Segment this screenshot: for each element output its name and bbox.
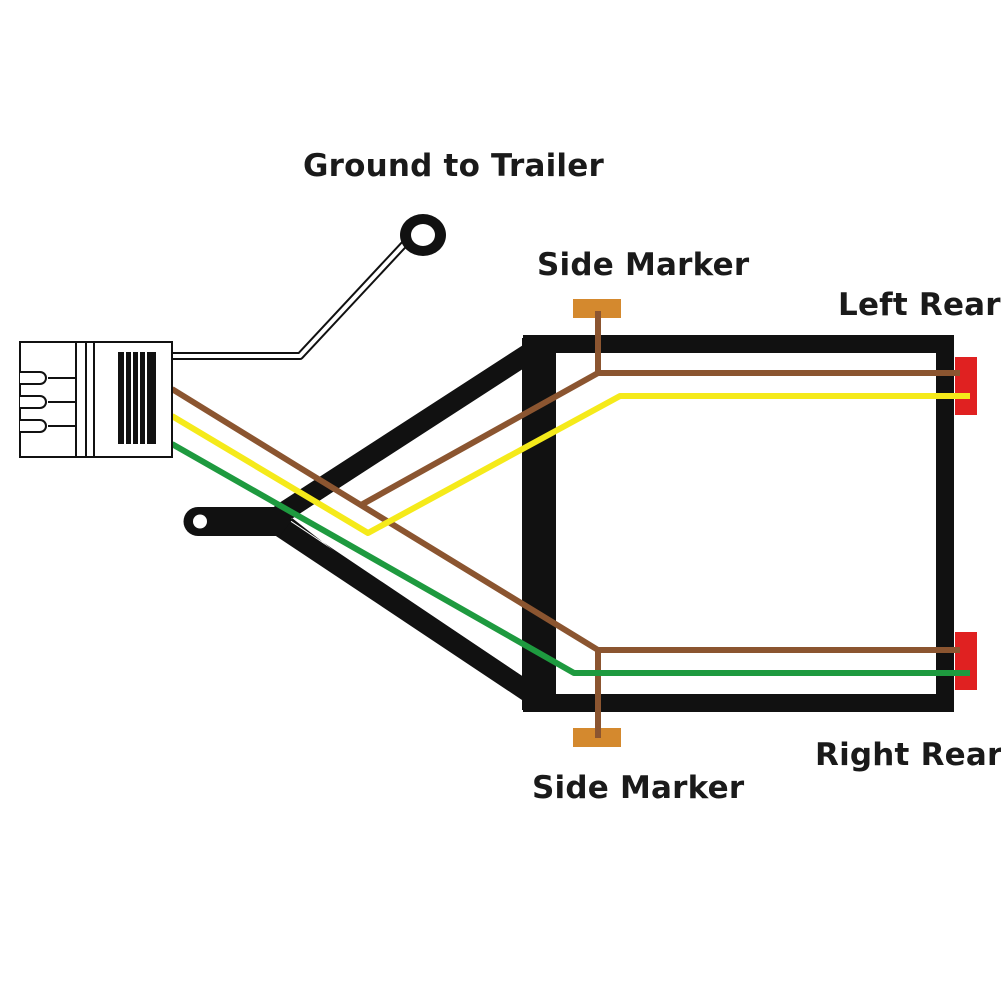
side-marker-top-lamp — [573, 299, 621, 318]
coupler-body — [183, 507, 292, 536]
side-marker-bottom-label: Side Marker — [532, 770, 745, 806]
brown-wire — [170, 311, 960, 738]
connector-grip — [118, 352, 156, 444]
yellow-wire — [170, 393, 970, 536]
left-rear-label: Left Rear — [838, 287, 1001, 323]
connector-pins — [20, 371, 76, 433]
right-rear-lamp — [955, 632, 977, 690]
ground-to-trailer-label: Ground to Trailer — [303, 148, 604, 184]
green-wire — [170, 441, 970, 676]
coupler-hole — [193, 514, 207, 529]
left-rear-lamp — [955, 357, 977, 415]
side-marker-top-label: Side Marker — [537, 247, 750, 283]
white-ground-wire — [172, 235, 413, 360]
right-rear-label: Right Rear — [815, 737, 1001, 773]
ground-ring-terminal — [400, 214, 446, 256]
trailer-coupler — [183, 507, 292, 536]
tongue-lower-bar — [272, 518, 550, 710]
4-pin-connector — [19, 341, 173, 458]
